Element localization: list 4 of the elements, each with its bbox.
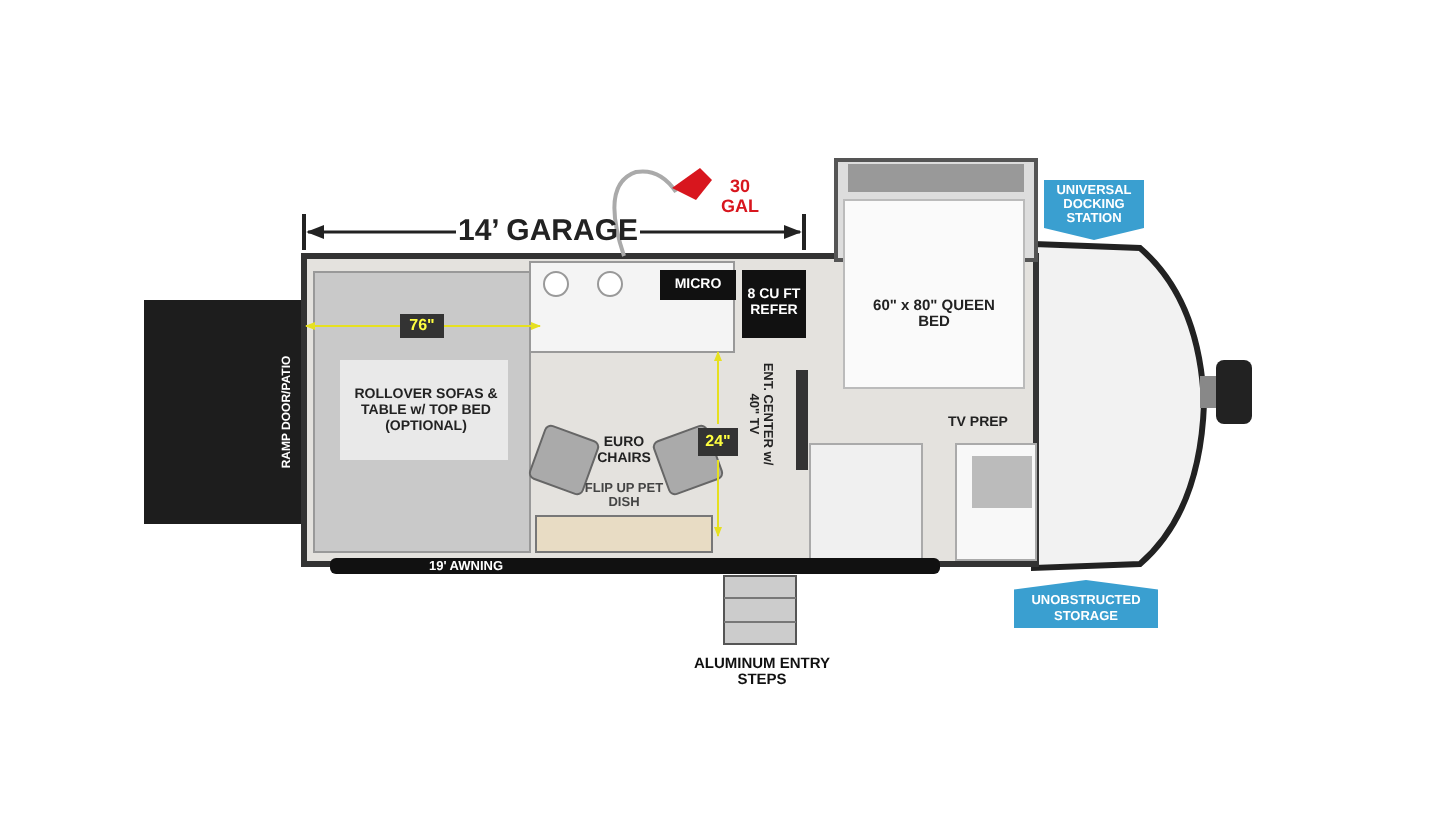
dimension-label: 24" (698, 428, 738, 456)
dimension-label: 14’ GARAGE (455, 212, 641, 252)
dimension-label: 76" (400, 314, 444, 338)
tank-capacity-label: 30 GAL (720, 174, 760, 220)
